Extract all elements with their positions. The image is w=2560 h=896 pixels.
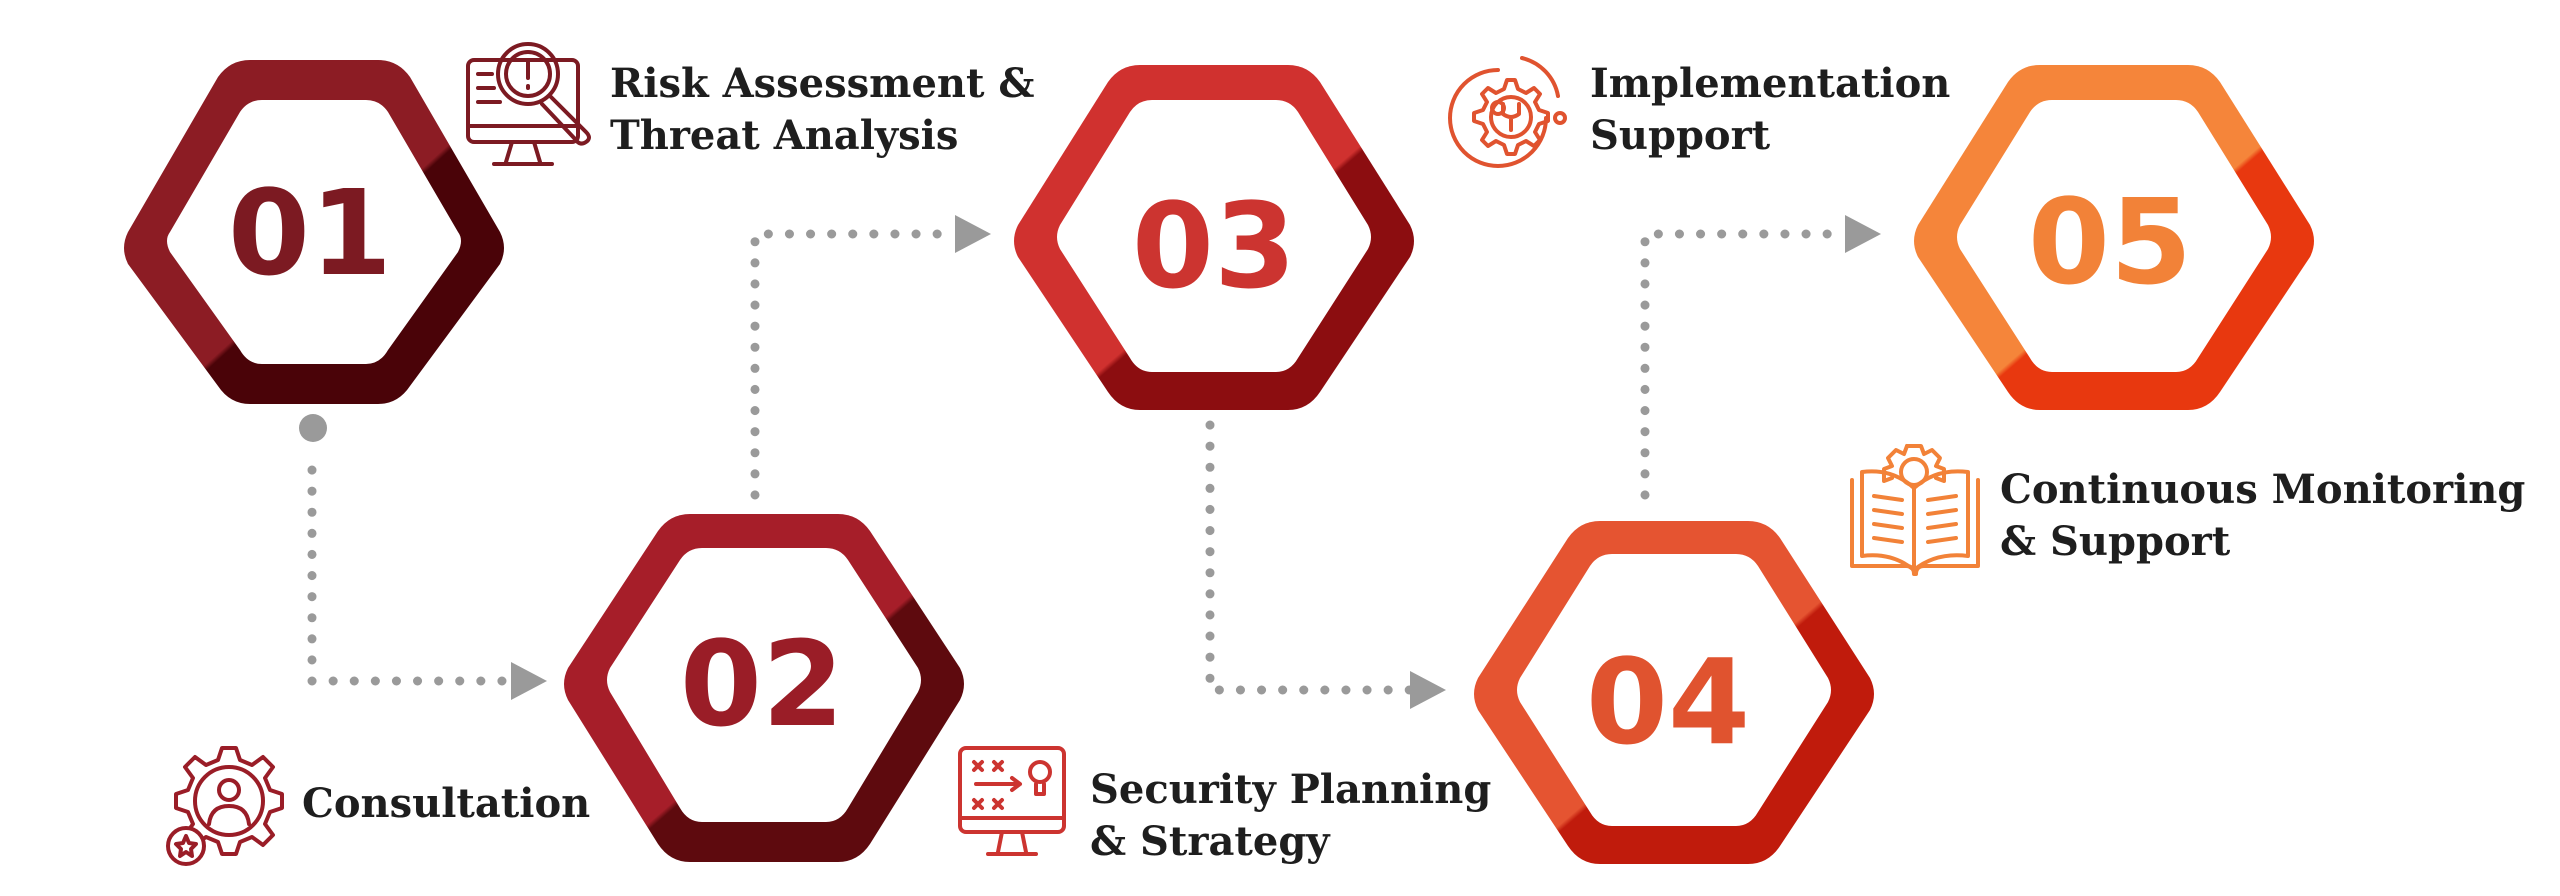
arrowhead-to-03 xyxy=(955,215,991,253)
hexagon-02: 02 xyxy=(564,514,964,862)
strategy-board-monitor-icon xyxy=(958,746,1066,856)
hexagon-03: 03 xyxy=(1014,65,1414,410)
arrowheads xyxy=(511,215,1881,709)
step-05-label: Continuous Monitoring & Support xyxy=(2000,464,2525,568)
step-number-04: 04 xyxy=(1586,633,1750,771)
step-02-label: Consultation xyxy=(302,778,590,830)
user-gear-badge-icon xyxy=(166,746,284,866)
step-number-05: 05 xyxy=(2028,173,2192,311)
arrowhead-to-02 xyxy=(511,662,547,700)
step-05-label-line-1: Continuous Monitoring xyxy=(2000,466,2526,513)
gear-open-book-icon xyxy=(1850,444,1980,576)
step-number-01: 01 xyxy=(228,164,392,302)
step-01-label-line-1: Risk Assessment & xyxy=(610,60,1035,107)
step-04-label-line-1: Implementation xyxy=(1590,60,1951,107)
hexagon-01: 01 xyxy=(124,60,504,404)
connector-03-04 xyxy=(1205,420,1415,695)
hexagon-04: 04 xyxy=(1474,521,1874,864)
arrowhead-to-05 xyxy=(1845,215,1881,253)
step-01-label: Risk Assessment & Threat Analysis xyxy=(610,58,1035,162)
step-05-label-line-2: & Support xyxy=(2000,518,2231,565)
step-03-label-line-1: Security Planning xyxy=(1090,766,1492,813)
step-01-label-line-2: Threat Analysis xyxy=(610,112,959,159)
step-02-label-line-1: Consultation xyxy=(302,780,591,827)
step-04-label: Implementation Support xyxy=(1590,58,1950,162)
hexagon-05: 05 xyxy=(1914,65,2314,410)
connector-01-02 xyxy=(307,465,515,686)
security-alert-monitor-icon xyxy=(466,42,591,166)
connector-start-dot xyxy=(299,414,327,442)
step-03-label: Security Planning & Strategy xyxy=(1090,764,1491,868)
gear-wrench-icon xyxy=(1448,56,1567,168)
step-03-label-line-2: & Strategy xyxy=(1090,818,1330,865)
step-04-label-line-2: Support xyxy=(1590,112,1771,159)
step-number-03: 03 xyxy=(1132,177,1296,315)
step-number-02: 02 xyxy=(680,615,844,753)
connector-04-05 xyxy=(1640,229,1845,500)
connector-02-03 xyxy=(750,229,955,500)
connectors xyxy=(307,229,1845,695)
arrowhead-to-04 xyxy=(1410,671,1446,709)
